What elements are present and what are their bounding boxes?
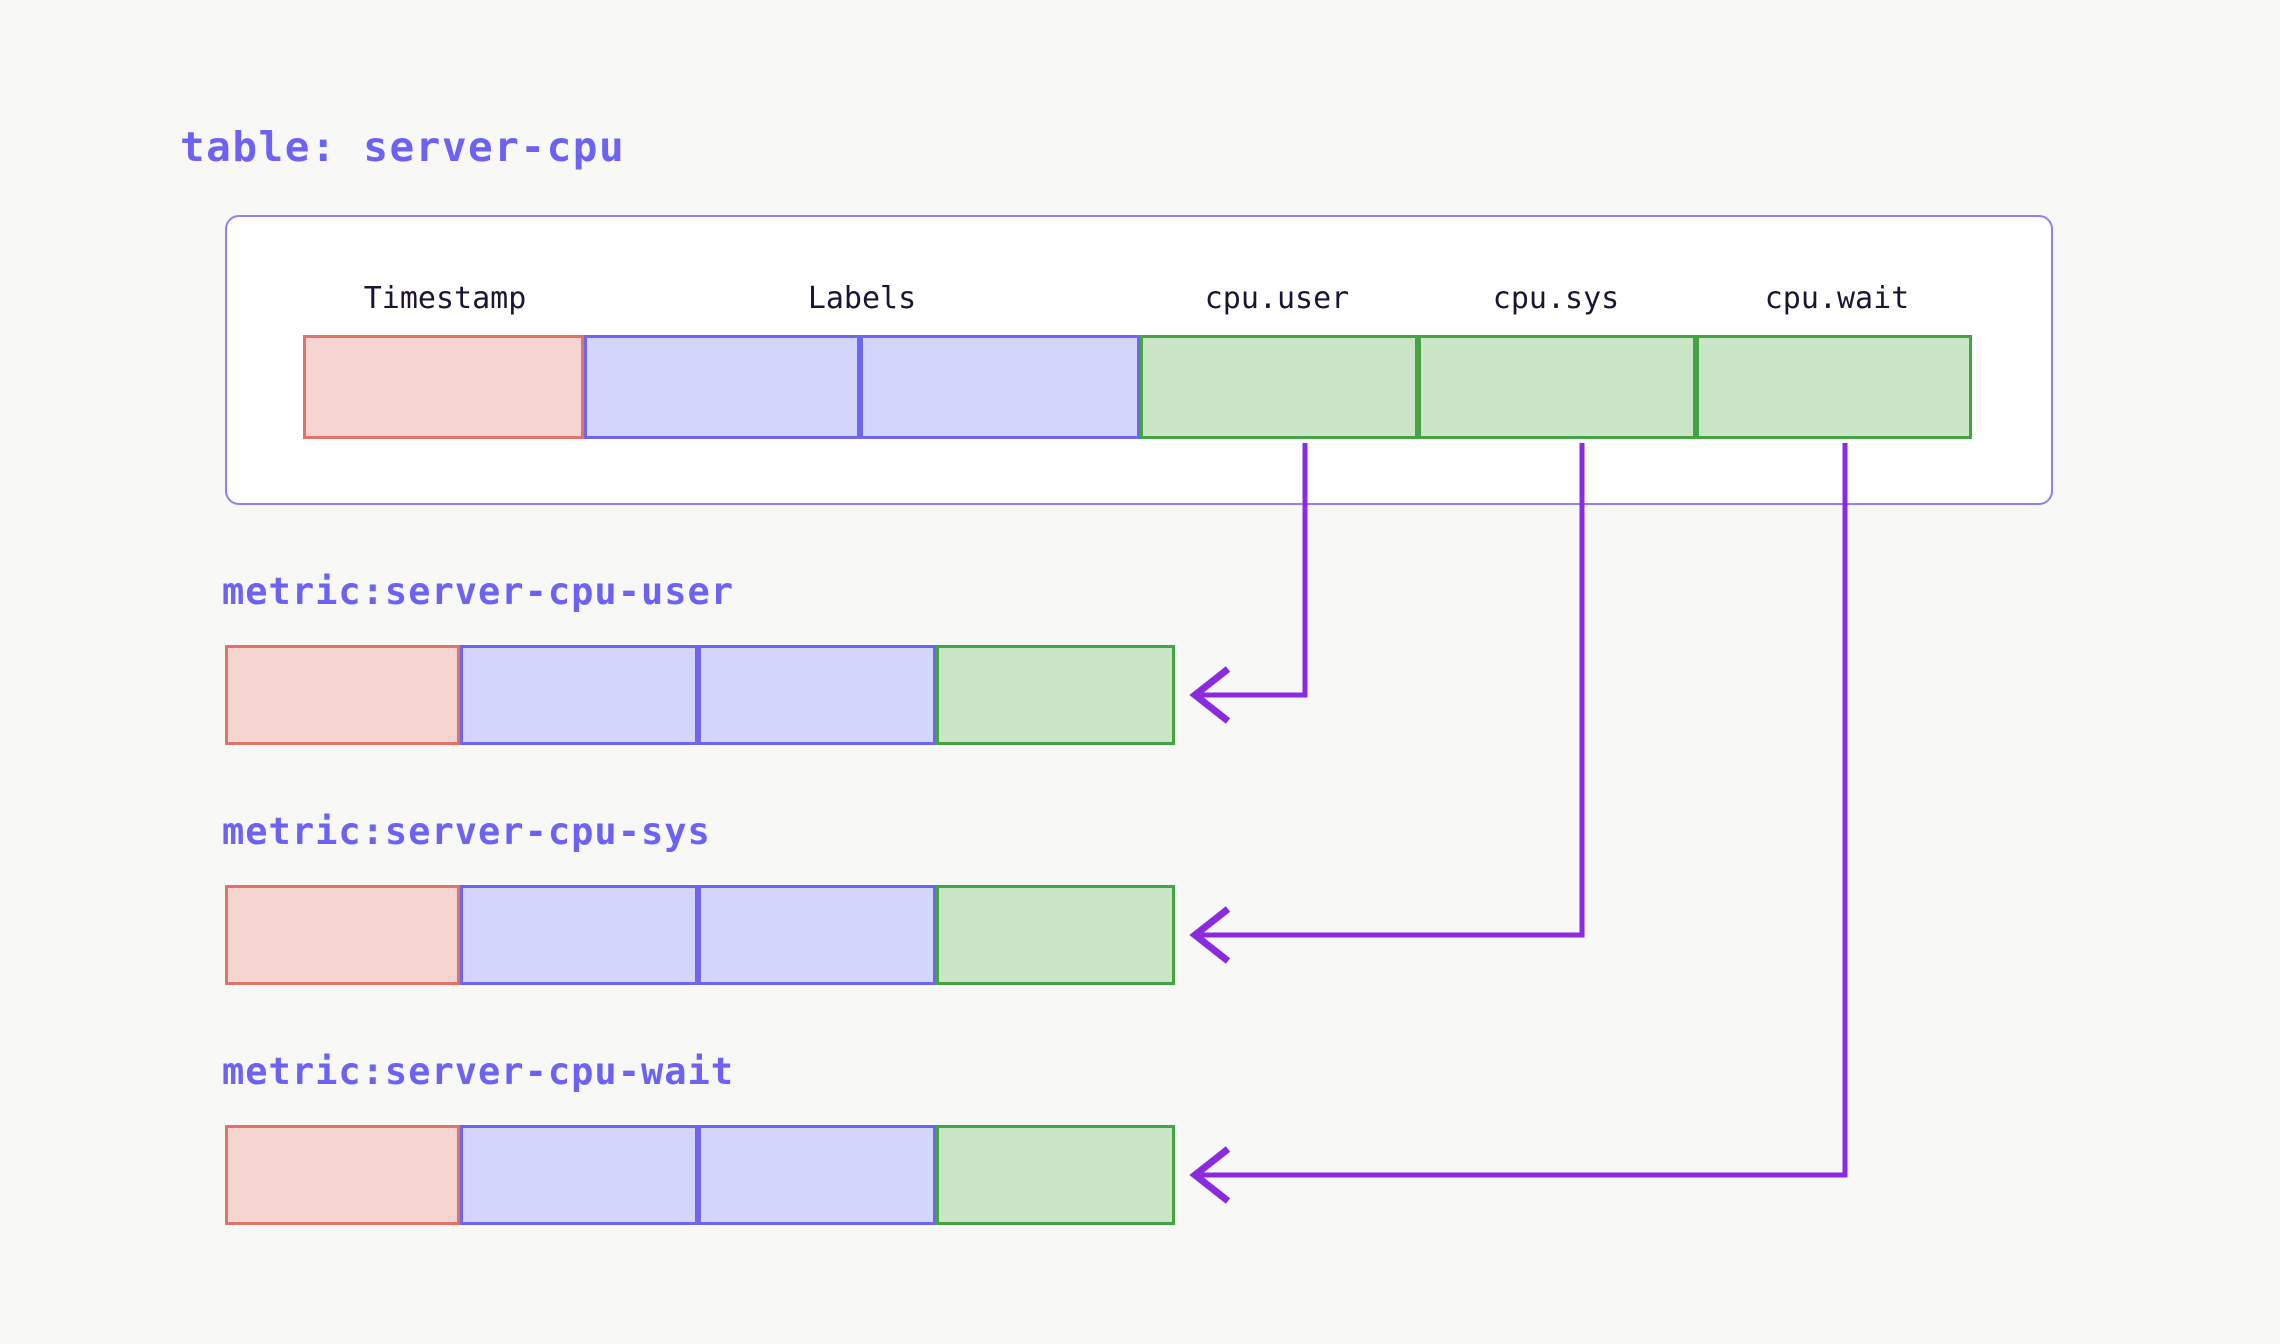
metric-cell-labels <box>698 645 936 745</box>
column-header-cpu-sys: cpu.sys <box>1492 281 1620 316</box>
table-cell-labels <box>584 335 860 439</box>
metric-cell-value <box>936 645 1175 745</box>
arrow-cpu-wait <box>1189 443 1848 1204</box>
metric-label-1: metric:server-cpu-sys <box>222 810 711 853</box>
column-header-timestamp: Timestamp <box>363 281 527 316</box>
table-cell-timestamp <box>303 335 584 439</box>
metric-cell-timestamp <box>225 885 460 985</box>
arrow-cpu-sys <box>1189 443 1585 964</box>
metric-cell-labels <box>460 645 698 745</box>
metric-label-2: metric:server-cpu-wait <box>222 1050 735 1093</box>
metric-cell-labels <box>698 1125 936 1225</box>
table-cell-labels <box>860 335 1140 439</box>
metric-cell-labels <box>460 1125 698 1225</box>
table-cell-value <box>1418 335 1696 439</box>
metric-label-0: metric:server-cpu-user <box>222 570 735 613</box>
metric-cell-timestamp <box>225 1125 460 1225</box>
column-header-cpu-user: cpu.user <box>1204 281 1350 316</box>
page-title: table: server-cpu <box>180 123 626 171</box>
table-cell-value <box>1696 335 1972 439</box>
column-header-cpu-wait: cpu.wait <box>1764 281 1910 316</box>
metric-cell-labels <box>460 885 698 985</box>
metric-cell-value <box>936 1125 1175 1225</box>
metric-cell-timestamp <box>225 645 460 745</box>
metric-cell-value <box>936 885 1175 985</box>
metric-cell-labels <box>698 885 936 985</box>
table-cell-value <box>1140 335 1418 439</box>
column-header-labels: Labels <box>807 281 917 316</box>
